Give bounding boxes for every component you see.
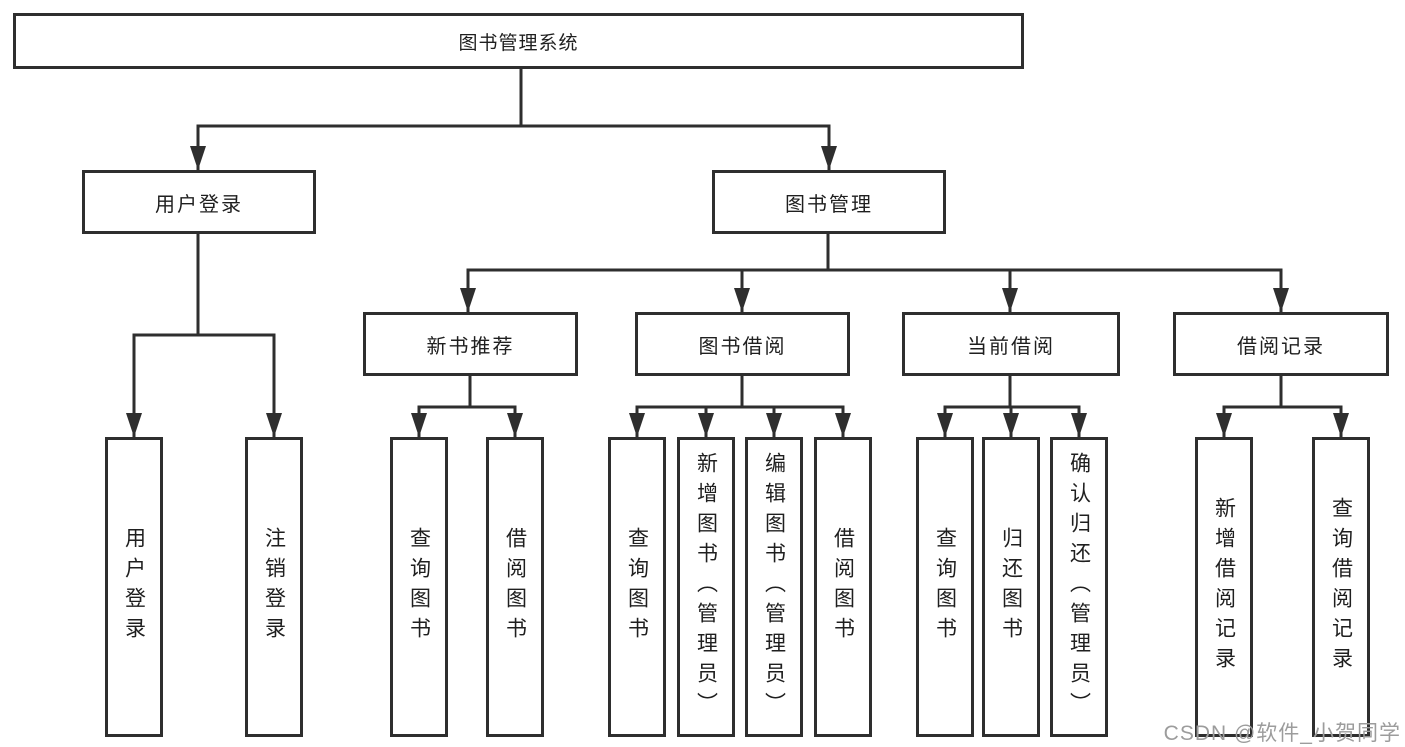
leaf-borrow-book: 借阅图书: [486, 437, 544, 737]
csdn-watermark: CSDN @软件_小贺同学: [1163, 722, 1401, 745]
leaf-confirm-return-admin: 确认归还（管理员）: [1050, 437, 1108, 737]
leaf-query-borrow-record: 查询借阅记录: [1312, 437, 1370, 737]
leaf-query-book: 查询图书: [390, 437, 448, 737]
leaf-return-book: 归还图书: [982, 437, 1040, 737]
node-new-book-recommend: 新书推荐: [363, 312, 578, 376]
node-borrow-records: 借阅记录: [1173, 312, 1389, 376]
leaf-user-login: 用户登录: [105, 437, 163, 737]
node-library-management-system: 图书管理系统: [13, 13, 1024, 69]
leaf-query-book: 查询图书: [608, 437, 666, 737]
leaf-borrow-book: 借阅图书: [814, 437, 872, 737]
leaf-add-borrow-record: 新增借阅记录: [1195, 437, 1253, 737]
node-book-borrow: 图书借阅: [635, 312, 850, 376]
leaf-logout: 注销登录: [245, 437, 303, 737]
node-current-borrow: 当前借阅: [902, 312, 1120, 376]
leaf-add-book-admin: 新增图书（管理员）: [677, 437, 735, 737]
node-user-login: 用户登录: [82, 170, 316, 234]
leaf-query-book: 查询图书: [916, 437, 974, 737]
node-book-management: 图书管理: [712, 170, 946, 234]
leaf-edit-book-admin: 编辑图书（管理员）: [745, 437, 803, 737]
